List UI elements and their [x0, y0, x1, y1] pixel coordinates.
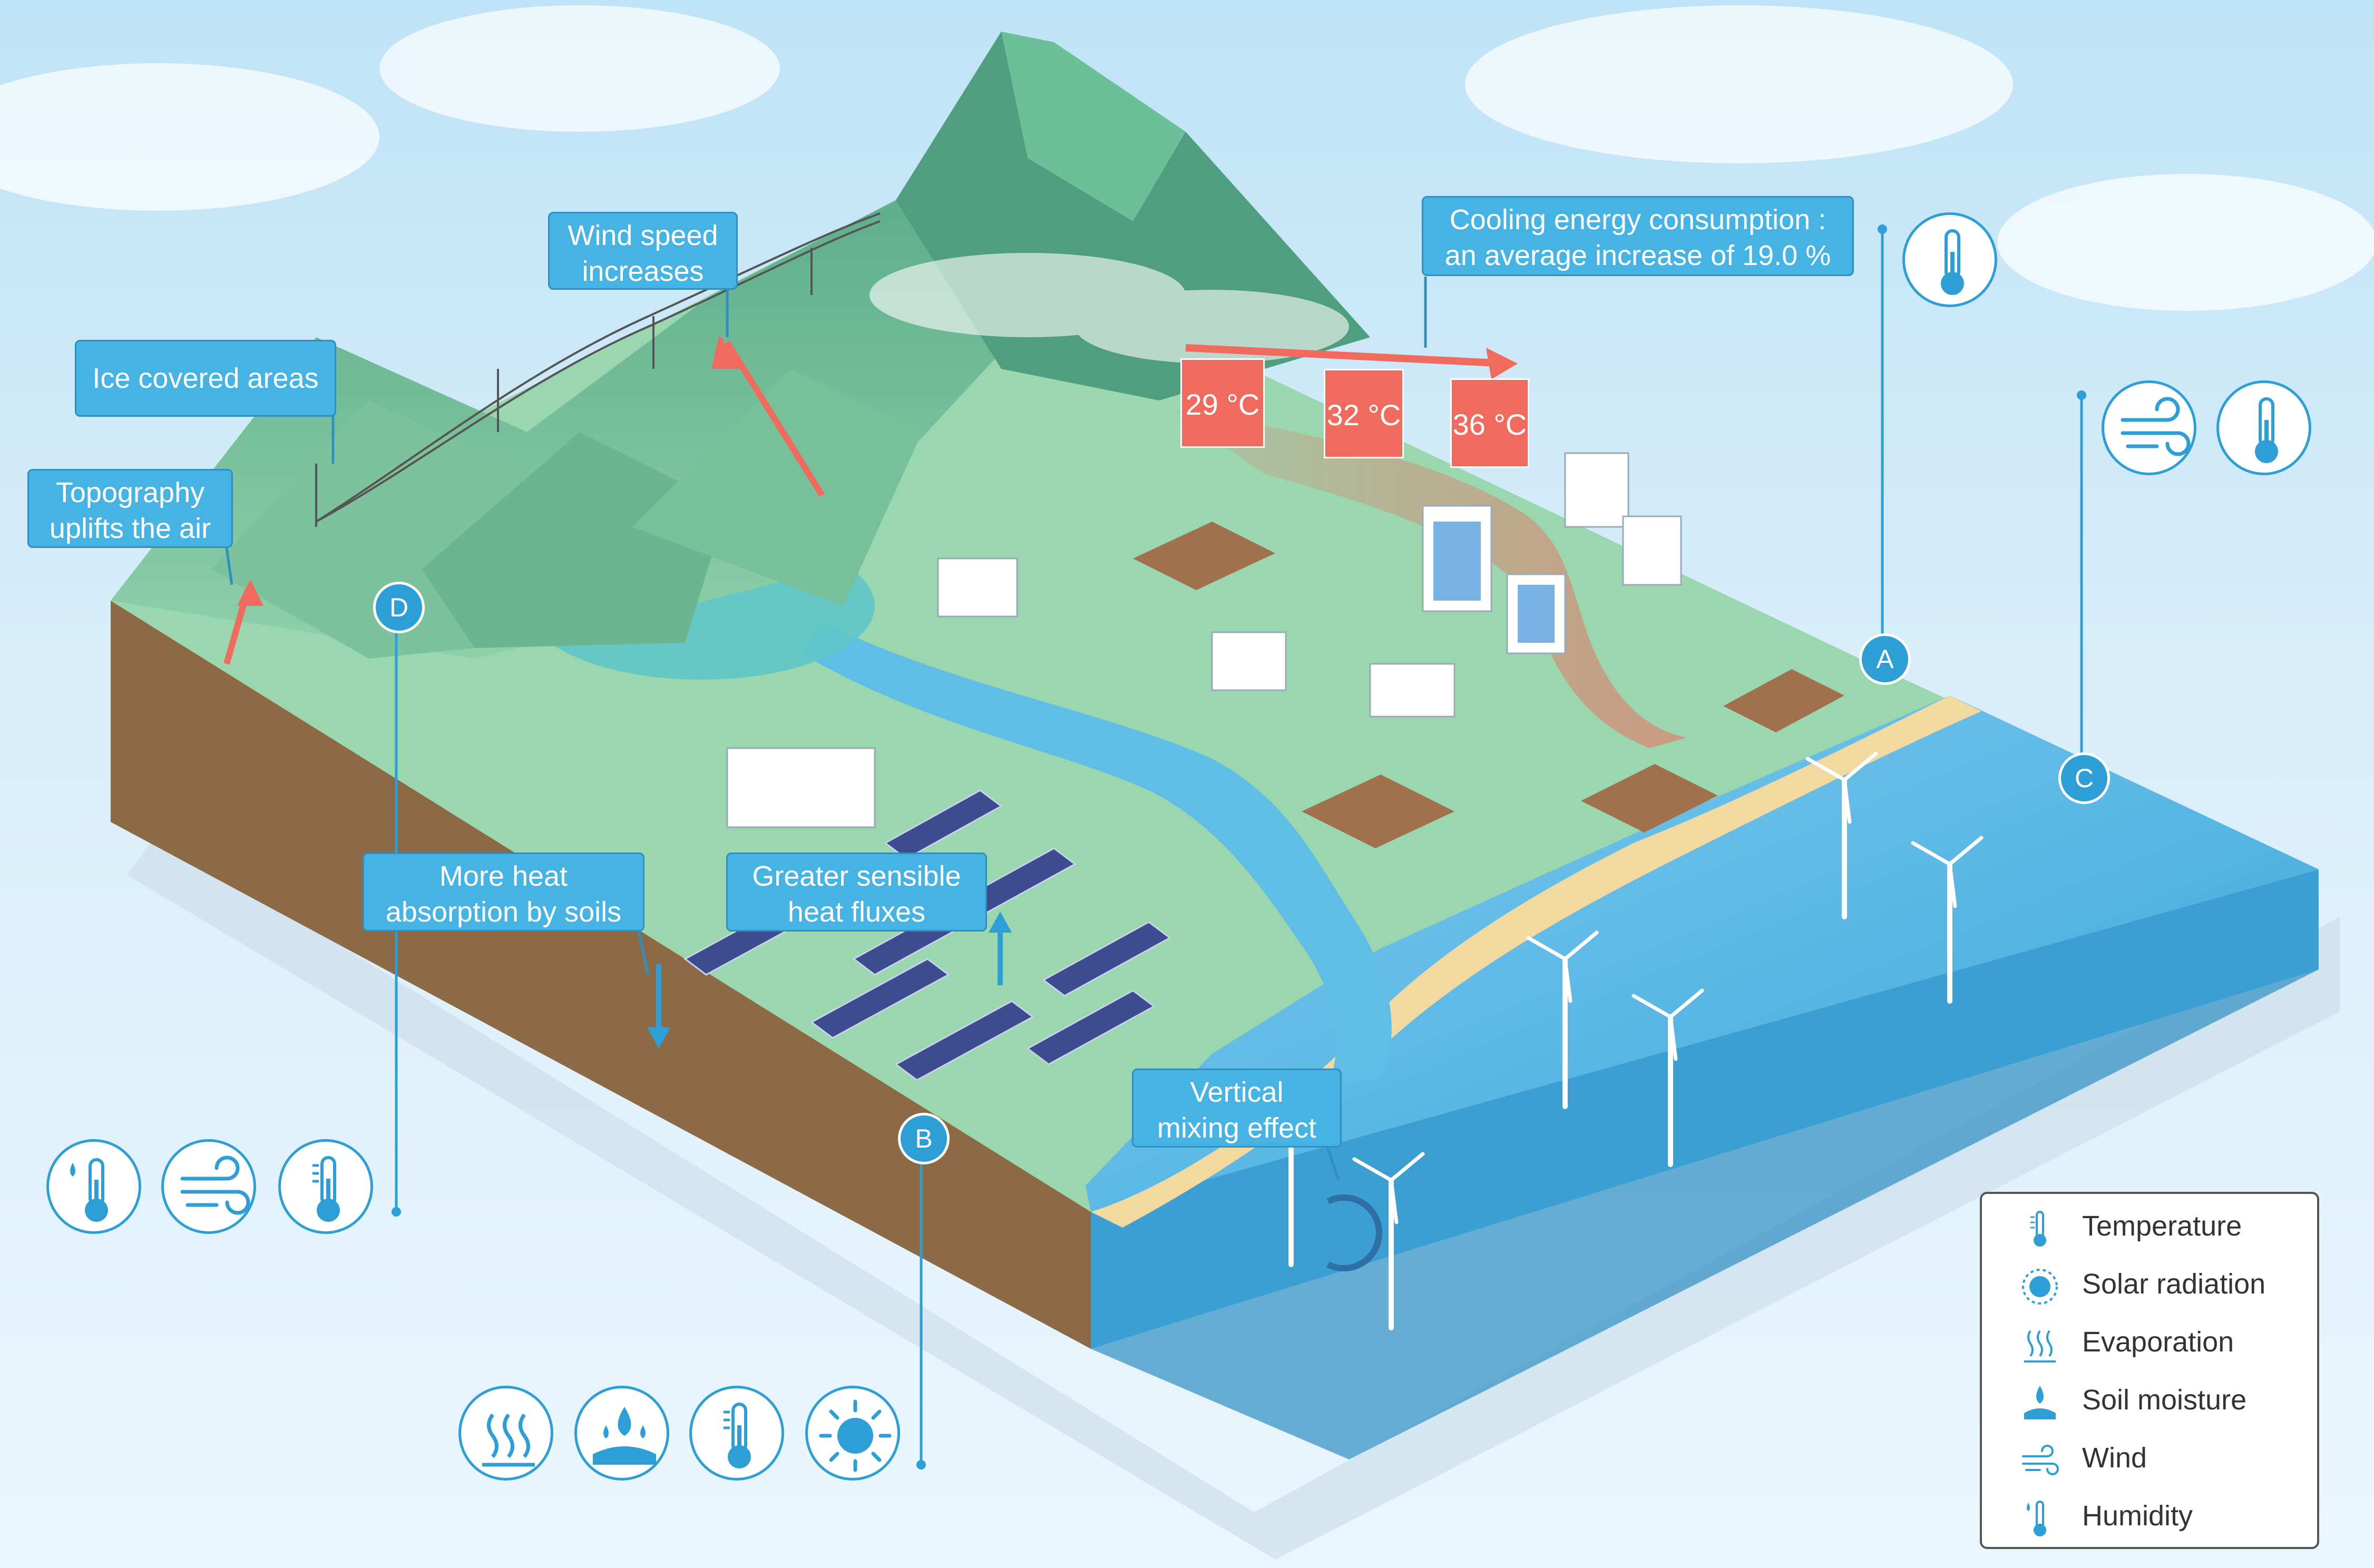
b-temperature-circle — [689, 1386, 784, 1481]
soil-moisture-icon — [593, 1407, 656, 1465]
callout-pointers — [225, 277, 1427, 1181]
clouds — [0, 5, 2374, 311]
slab-shadow — [126, 832, 2340, 1560]
legend-label: Solar radiation — [2082, 1268, 2266, 1300]
heat-plume — [1175, 411, 1686, 748]
solar-radiation-icon — [819, 1399, 892, 1472]
ice-covered-callout: Ice covered areas — [75, 340, 336, 417]
a-thermometer-circle — [1902, 212, 1997, 307]
c-thermometer-circle — [2216, 380, 2311, 475]
legend-label: Wind — [2082, 1442, 2147, 1474]
uplift-arrow-head — [237, 580, 263, 606]
d-wind-circle — [161, 1139, 256, 1234]
wind-turbines — [1288, 777, 1952, 1330]
temperature-icon — [724, 1403, 751, 1468]
wind-icon — [2121, 397, 2191, 456]
d-temperature-circle — [278, 1139, 373, 1234]
heat-arrow-head — [1486, 348, 1518, 379]
b-soil-moisture-circle — [574, 1386, 669, 1481]
wind-icon — [2022, 1445, 2059, 1475]
legend-item-temperature: Temperature — [1982, 1198, 2319, 1256]
marker-c: C — [2058, 752, 2110, 804]
legend-item-soil-moisture: Soil moisture — [1982, 1372, 2319, 1430]
evaporation-icon — [2024, 1330, 2056, 1363]
soil-side — [111, 601, 1091, 1349]
leader-dots — [392, 224, 2086, 1469]
humidity-icon — [2027, 1501, 2046, 1536]
d-humidity-circle — [46, 1139, 141, 1234]
soil-moisture-icon — [2024, 1386, 2056, 1419]
marker-d: D — [373, 582, 425, 633]
soil-heat-arrow-head — [647, 1027, 670, 1048]
sensible-heat-callout: Greater sensible heat fluxes — [726, 852, 987, 932]
farm-fields — [1133, 522, 1844, 848]
legend-label: Temperature — [2082, 1210, 2242, 1242]
solar-radiation-icon — [2022, 1269, 2058, 1305]
temperature-icon — [2030, 1211, 2046, 1247]
topography-callout: Topography uplifts the air — [27, 469, 233, 548]
vertical-mixing-callout: Vertical mixing effect — [1132, 1069, 1342, 1148]
turbine-blades — [1352, 751, 1984, 1224]
river — [801, 622, 1392, 1085]
humidity-icon — [70, 1158, 108, 1222]
legend-item-solar-radiation: Solar radiation — [1982, 1256, 2319, 1314]
c-wind-circle — [2102, 380, 2196, 475]
mixing-rotation-icon — [1326, 1194, 1383, 1272]
more-heat-callout: More heat absorption by soils — [363, 852, 644, 932]
legend: Temperature Solar radiation Evaporation … — [1980, 1192, 2319, 1549]
legend-label: Soil moisture — [2082, 1384, 2247, 1416]
marker-b: B — [898, 1113, 950, 1164]
wind-icon — [180, 1155, 250, 1215]
heat-arrow — [1185, 344, 1508, 367]
marker-a: A — [1859, 633, 1911, 685]
sea-top — [1086, 695, 2319, 1212]
evaporation-icon — [482, 1413, 535, 1467]
mountains — [111, 32, 1370, 659]
sensible-heat-arrow-head — [989, 912, 1012, 933]
power-line — [315, 212, 881, 527]
legend-label: Evaporation — [2082, 1326, 2234, 1358]
thermometer-icon — [1941, 229, 1964, 295]
b-evaporation-circle — [458, 1386, 553, 1481]
wind-up-arrow-head — [711, 335, 740, 369]
b-solar-radiation-circle — [805, 1386, 900, 1481]
legend-item-wind: Wind — [1982, 1430, 2319, 1488]
thermometer-icon — [2255, 397, 2278, 463]
legend-item-evaporation: Evaporation — [1982, 1314, 2319, 1372]
wind-up-arrow — [724, 340, 825, 497]
fog — [870, 253, 1349, 364]
temperature-icon — [312, 1156, 340, 1222]
legend-label: Humidity — [2082, 1500, 2193, 1532]
temperature-tag-32: 32 °C — [1324, 369, 1404, 458]
temperature-tag-36: 36 °C — [1450, 378, 1529, 468]
temperature-tag-29: 29 °C — [1180, 358, 1265, 448]
sea-side-right — [1091, 969, 2319, 1459]
legend-item-humidity: Humidity — [1982, 1488, 2319, 1546]
city-glass — [1433, 522, 1555, 643]
cooling-energy-callout: Cooling energy consumption : an average … — [1422, 196, 1854, 276]
wind-speed-callout: Wind speed increases — [548, 212, 738, 290]
sea-side — [1091, 869, 2319, 1349]
